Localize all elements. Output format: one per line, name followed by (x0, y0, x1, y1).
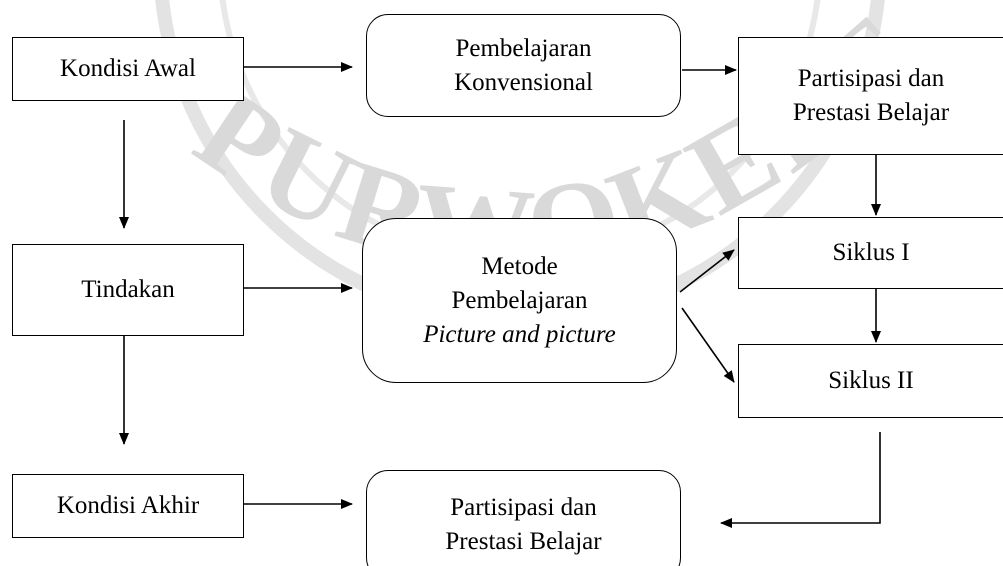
box-kondisi-akhir: Kondisi Akhir (12, 474, 244, 538)
label-kondisi-akhir: Kondisi Akhir (56, 492, 200, 519)
box-tindakan: Tindakan (12, 244, 244, 336)
box-siklus-2: Siklus II (738, 344, 1003, 418)
box-partisipasi-akhir: Partisipasi dan Prestasi Belajar (366, 470, 681, 566)
label-partisipasi-akhir-1: Partisipasi dan (450, 494, 597, 521)
label-siklus-1: Siklus I (832, 239, 910, 266)
arrow-metode-to-siklus1 (679, 249, 735, 293)
label-picture-and-picture: Picture and picture (423, 320, 616, 348)
label-metode-pembelajaran: Pembelajaran (451, 286, 588, 314)
label-partisipasi-akhir-2: Prestasi Belajar (445, 528, 602, 555)
label-tindakan: Tindakan (81, 276, 175, 303)
box-siklus-1: Siklus I (738, 217, 1003, 289)
box-kondisi-awal: Kondisi Awal (12, 37, 244, 101)
label-metode: Metode (481, 252, 558, 280)
arrow-siklus2-to-partisipasi (720, 432, 881, 528)
label-partisipasi-awal-2: Prestasi Belajar (792, 99, 950, 126)
arrow-metode-to-siklus2 (681, 307, 735, 383)
box-pembelajaran-konvensional: Pembelajaran Konvensional (366, 14, 681, 117)
label-kondisi-awal: Kondisi Awal (60, 55, 196, 82)
label-pembelajaran: Pembelajaran (455, 34, 592, 62)
label-konvensional: Konvensional (454, 68, 593, 96)
label-partisipasi-awal-1: Partisipasi dan (797, 65, 945, 92)
box-partisipasi-awal: Partisipasi dan Prestasi Belajar (738, 37, 1003, 155)
label-siklus-2: Siklus II (828, 367, 914, 394)
box-metode: Metode Pembelajaran Picture and picture (362, 218, 677, 383)
